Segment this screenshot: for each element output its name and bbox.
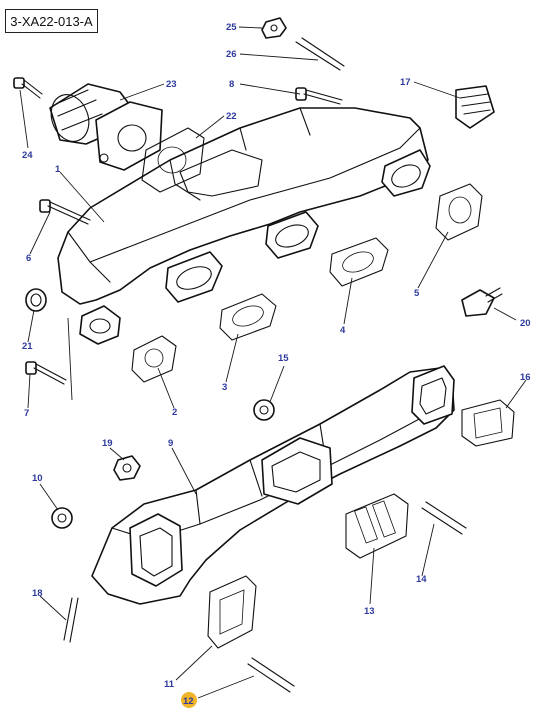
leader-lines xyxy=(19,26,527,699)
sensor-20[interactable] xyxy=(461,287,503,317)
bushing-21[interactable] xyxy=(25,288,47,312)
turbo-adapter-elbow[interactable] xyxy=(45,83,163,171)
callout-15[interactable]: 15 xyxy=(278,353,289,364)
callout-22[interactable]: 22 xyxy=(226,111,237,122)
callout-18[interactable]: 18 xyxy=(32,588,43,599)
callout-7[interactable]: 7 xyxy=(24,408,29,419)
exhaust-manifold-lower[interactable] xyxy=(91,365,455,605)
bolt-6[interactable] xyxy=(39,199,91,225)
callout-24[interactable]: 24 xyxy=(22,150,33,161)
diagram-reference-code: 3-XA22-013-A xyxy=(5,9,98,33)
callout-25[interactable]: 25 xyxy=(226,22,237,33)
gasket-11[interactable] xyxy=(207,575,257,649)
gasket-2[interactable] xyxy=(131,335,177,383)
stud-12[interactable] xyxy=(247,657,295,693)
callout-12[interactable]: 12 xyxy=(183,696,194,707)
callout-9[interactable]: 9 xyxy=(168,438,173,449)
callout-26[interactable]: 26 xyxy=(226,49,237,60)
callout-12-highlight xyxy=(181,692,197,708)
gasket-3[interactable] xyxy=(219,293,277,341)
callout-20[interactable]: 20 xyxy=(520,318,531,329)
callout-2[interactable]: 2 xyxy=(172,407,177,418)
callout-21[interactable]: 21 xyxy=(22,341,33,352)
callout-23[interactable]: 23 xyxy=(166,79,177,90)
stud-14[interactable] xyxy=(421,501,467,535)
callout-labels: 25 26 8 23 22 17 24 1 6 21 7 2 3 4 5 20 … xyxy=(22,22,531,708)
manifold-port-1 xyxy=(165,251,223,303)
exhaust-manifold-upper[interactable] xyxy=(57,107,431,345)
callout-1[interactable]: 1 xyxy=(55,164,61,175)
callout-10[interactable]: 10 xyxy=(32,473,43,484)
callout-6[interactable]: 6 xyxy=(26,253,31,264)
gasket-16[interactable] xyxy=(461,399,515,447)
lower-port-rear xyxy=(411,365,455,425)
gasket-4[interactable] xyxy=(329,237,389,287)
nut-19[interactable] xyxy=(113,455,141,481)
callout-3[interactable]: 3 xyxy=(222,382,227,393)
gasket-13[interactable] xyxy=(345,493,409,559)
callout-19[interactable]: 19 xyxy=(102,438,113,449)
callout-16[interactable]: 16 xyxy=(520,372,531,383)
stud-26[interactable] xyxy=(295,37,345,71)
manifold-port-2 xyxy=(265,211,319,259)
gasket-5[interactable] xyxy=(435,183,483,241)
callout-11[interactable]: 11 xyxy=(164,679,175,690)
turbo-gasket[interactable] xyxy=(141,127,205,193)
callout-5[interactable]: 5 xyxy=(414,288,420,299)
nut-15[interactable] xyxy=(253,399,275,421)
lower-port-front xyxy=(129,513,183,587)
bolt-24[interactable] xyxy=(13,77,43,99)
plug-17[interactable] xyxy=(455,85,495,129)
nut-10[interactable] xyxy=(51,507,73,529)
manifold-port-3 xyxy=(381,149,431,197)
callout-14[interactable]: 14 xyxy=(416,574,427,585)
stud-18[interactable] xyxy=(63,597,79,643)
lower-port-top xyxy=(261,437,333,505)
callout-4[interactable]: 4 xyxy=(340,325,346,336)
bolt-7[interactable] xyxy=(25,361,67,385)
callout-8[interactable]: 8 xyxy=(229,79,234,90)
bolt-8[interactable] xyxy=(295,87,343,105)
callout-13[interactable]: 13 xyxy=(364,606,375,617)
nut-25[interactable] xyxy=(261,17,287,39)
callout-17[interactable]: 17 xyxy=(400,77,411,88)
